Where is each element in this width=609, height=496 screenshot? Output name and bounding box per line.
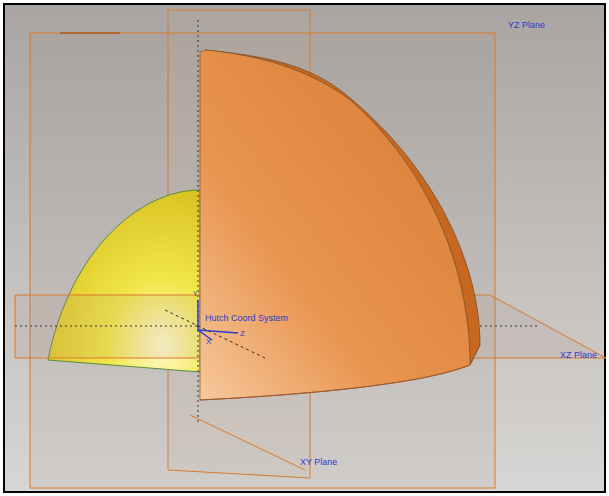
axis-label: Z: [240, 330, 245, 338]
plane-label: XZ Plane: [560, 351, 597, 360]
axis-label: Y: [193, 290, 198, 297]
coord-system-label: Hutch Coord System: [205, 314, 288, 323]
axis-label: X: [206, 338, 211, 346]
plane-label: YZ Plane: [508, 21, 545, 30]
plane-label: XY Plane: [300, 458, 337, 467]
